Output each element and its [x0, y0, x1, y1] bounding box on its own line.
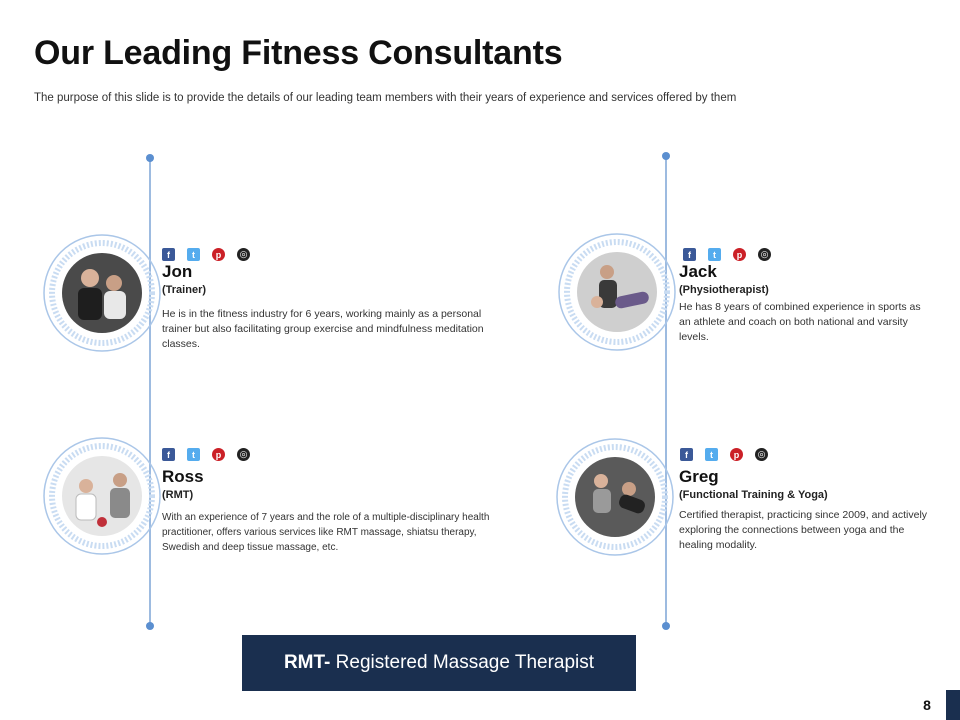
banner-definition: Registered Massage Therapist: [330, 652, 595, 673]
twitter-icon[interactable]: t: [187, 448, 200, 461]
globe-icon[interactable]: ◎: [237, 448, 250, 461]
rmt-definition-banner: RMT- Registered Massage Therapist: [242, 635, 636, 691]
timeline-line-left: [149, 158, 151, 626]
facebook-icon[interactable]: f: [162, 448, 175, 461]
consultant-role: (Trainer): [162, 284, 207, 296]
social-links-ross: f t p ◎: [162, 448, 250, 461]
consultant-role: (Physiotherapist): [679, 284, 769, 296]
pinterest-icon[interactable]: p: [212, 248, 225, 261]
consultant-photo-ross: [42, 436, 162, 556]
facebook-icon[interactable]: f: [680, 448, 693, 461]
pinterest-icon[interactable]: p: [730, 448, 743, 461]
consultant-name: Jon: [162, 262, 193, 281]
twitter-icon[interactable]: t: [187, 248, 200, 261]
consultant-description: With an experience of 7 years and the ro…: [162, 512, 490, 553]
social-links-jon: f t p ◎: [162, 248, 250, 261]
consultant-name: Greg: [679, 467, 719, 486]
consultant-description: Certified therapist, practicing since 20…: [679, 509, 928, 551]
facebook-icon[interactable]: f: [683, 248, 696, 261]
social-links-greg: f t p ◎: [680, 448, 768, 461]
banner-abbreviation: RMT-: [283, 652, 331, 673]
page-title: Our Leading Fitness Consultants: [34, 34, 563, 72]
consultant-name: Ross: [162, 467, 204, 486]
pinterest-icon[interactable]: p: [212, 448, 225, 461]
social-links-jack: f t p ◎: [683, 248, 771, 261]
pinterest-icon[interactable]: p: [733, 248, 746, 261]
page-subtitle: The purpose of this slide is to provide …: [34, 92, 737, 104]
consultant-name: Jack: [679, 262, 717, 281]
facebook-icon[interactable]: f: [162, 248, 175, 261]
consultant-photo-greg: [555, 437, 675, 557]
consultant-description: He has 8 years of combined experience in…: [679, 301, 921, 343]
timeline-line-right: [665, 156, 667, 626]
consultant-description: He is in the fitness industry for 6 year…: [162, 308, 484, 350]
twitter-icon[interactable]: t: [705, 448, 718, 461]
timeline-dot-right-top: [662, 152, 670, 160]
page-corner-accent: [946, 690, 960, 720]
consultant-role: (RMT): [162, 489, 194, 501]
consultant-photo-jon: [42, 233, 162, 353]
consultant-photo-jack: [557, 232, 677, 352]
timeline-dot-left-bottom: [146, 622, 154, 630]
globe-icon[interactable]: ◎: [758, 248, 771, 261]
globe-icon[interactable]: ◎: [237, 248, 250, 261]
consultant-role: (Functional Training & Yoga): [679, 489, 828, 501]
timeline-dot-left-top: [146, 154, 154, 162]
globe-icon[interactable]: ◎: [755, 448, 768, 461]
timeline-dot-right-bottom: [662, 622, 670, 630]
page-number: 8: [923, 697, 931, 713]
twitter-icon[interactable]: t: [708, 248, 721, 261]
